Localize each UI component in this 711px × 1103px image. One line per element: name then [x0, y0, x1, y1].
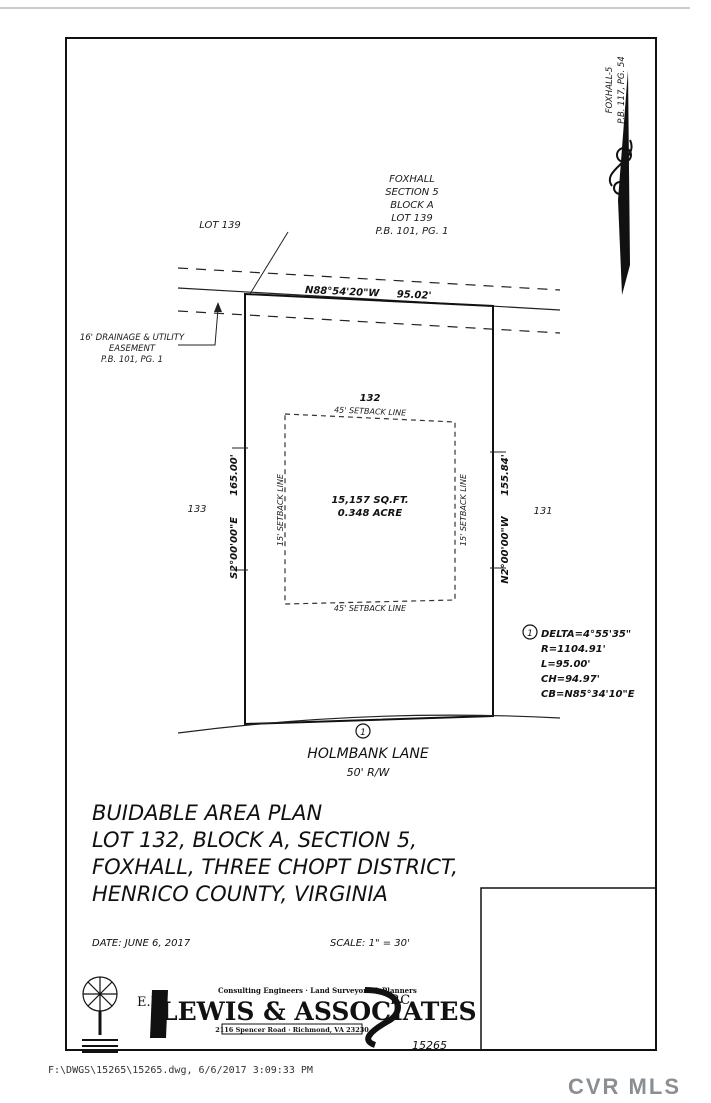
foxhall-line-1: FOXHALL	[389, 174, 435, 185]
lot-131-label: 131	[533, 506, 552, 517]
foxhall-ref-label: FOXHALL-5 P.B. 117, PG. 54	[605, 56, 627, 123]
street-curve-number: 1	[360, 728, 366, 738]
right-boundary-dimension: N2°00'00"W 155.84'	[500, 454, 511, 584]
company-initial-bar	[150, 990, 168, 1038]
easement-arrowhead	[214, 302, 222, 312]
easement-callout: 16' DRAINAGE & UTILITY EASEMENT P.B. 101…	[80, 333, 185, 365]
curve-radius: R=1104.91'	[541, 644, 606, 655]
setback-left-label: 15' SETBACK LINE	[276, 473, 285, 546]
easement-dashed-upper	[177, 267, 561, 291]
right-bearing: N2°00'00"W	[500, 515, 511, 583]
title-line-1: BUIDABLE AREA PLAN	[92, 801, 323, 825]
north-arrow	[608, 70, 633, 295]
curve-chord-bearing: CB=N85°34'10"E	[541, 689, 635, 700]
foxhall-line-3: BLOCK A	[390, 200, 434, 211]
company-s-flourish	[364, 987, 401, 1048]
north-arrow-loop-lower	[613, 181, 627, 195]
easement-line-1: 16' DRAINAGE & UTILITY	[80, 333, 185, 343]
top-bearing: N88°54'20"W	[305, 285, 381, 299]
curve-chord: CH=94.97'	[541, 674, 600, 685]
street-edge-curve	[177, 714, 561, 734]
plan-date: DATE: JUNE 6, 2017	[92, 938, 191, 949]
plan-title: BUIDABLE AREA PLAN LOT 132, BLOCK A, SEC…	[92, 801, 458, 906]
left-boundary-dimension: S2°00'00"E 165.00'	[229, 454, 240, 579]
title-line-2: LOT 132, BLOCK A, SECTION 5,	[92, 828, 417, 852]
foxhall-line-2: SECTION 5	[385, 187, 439, 198]
plan-scale: SCALE: 1" = 30'	[330, 938, 410, 949]
left-bearing: S2°00'00"E	[229, 517, 240, 579]
easement-line-2: EASEMENT	[109, 344, 156, 354]
curve-number: 1	[527, 629, 533, 639]
lot-139-leader	[249, 231, 289, 295]
top-boundary-dimension: N88°54'20"W 95.02'	[305, 285, 432, 302]
company-logo: E.D. Consulting Engineers · Land Surveyo…	[82, 976, 477, 1053]
file-path: F:\DWGS\15265\15265.dwg, 6/6/2017 3:09:3…	[48, 1065, 313, 1076]
title-line-4: HENRICO COUNTY, VIRGINIA	[92, 882, 388, 906]
setback-left-group: 15' SETBACK LINE	[276, 473, 285, 546]
lot-139-label: LOT 139	[199, 220, 241, 231]
foxhall-line-4: LOT 139	[391, 213, 433, 224]
top-distance: 95.02'	[396, 289, 431, 302]
foxhall-block-label: FOXHALL SECTION 5 BLOCK A LOT 139 P.B. 1…	[376, 174, 449, 237]
company-suffix: P.C.	[390, 993, 414, 1008]
sheet-border	[65, 37, 657, 1051]
lot-133-label: 133	[187, 504, 206, 515]
left-distance: 165.00'	[229, 454, 240, 496]
lot-number: 132	[360, 393, 381, 404]
sunburst-ray-4	[87, 981, 113, 1007]
setback-front-label: 45' SETBACK LINE	[334, 405, 407, 417]
street-curve-marker	[355, 723, 371, 739]
lot-area-sqft: 15,157 SQ.FT.	[331, 495, 408, 506]
foxhall-ref-line-2: P.B. 117, PG. 54	[617, 56, 627, 123]
address-box	[221, 1023, 363, 1035]
company-name: LEWIS & ASSOCIATES	[160, 997, 477, 1026]
watermark-logo: CVR MLS	[568, 1074, 681, 1099]
company-address: 2116 Spencer Road · Richmond, VA 23230	[215, 1026, 369, 1034]
curve-length: L=95.00'	[541, 659, 590, 670]
title-block-box	[480, 887, 657, 1051]
company-tagline: Consulting Engineers · Land Surveyors & …	[218, 986, 417, 995]
right-distance: 155.84'	[500, 454, 511, 496]
street-name: HOLMBANK LANE	[307, 746, 429, 762]
job-number: 15265	[412, 1039, 447, 1052]
easement-line-3: P.B. 101, PG. 1	[101, 355, 163, 365]
setback-right-label: 15' SETBACK LINE	[459, 473, 468, 546]
setback-rear-label: 45' SETBACK LINE	[334, 604, 407, 613]
street-row: 50' R/W	[347, 766, 391, 779]
foxhall-line-5: P.B. 101, PG. 1	[376, 226, 449, 237]
setback-right-group: 15' SETBACK LINE	[459, 473, 468, 546]
title-line-3: FOXHALL, THREE CHOPT DISTRICT,	[92, 855, 458, 879]
sunburst-logo-icon	[82, 976, 118, 1053]
lot-area-acre: 0.348 ACRE	[338, 508, 403, 519]
easement-dashed-lower	[177, 310, 561, 334]
curve-delta: DELTA=4°55'35"	[541, 629, 631, 640]
north-arrow-flourish	[608, 139, 633, 187]
curve-table: 1 DELTA=4°55'35" R=1104.91' L=95.00' CH=…	[522, 624, 635, 700]
setback-front-group: 45' SETBACK LINE	[334, 405, 407, 417]
foxhall-ref-line-1: FOXHALL-5	[605, 67, 615, 114]
easement-leader	[178, 308, 219, 346]
curve-number-circle	[522, 624, 538, 640]
